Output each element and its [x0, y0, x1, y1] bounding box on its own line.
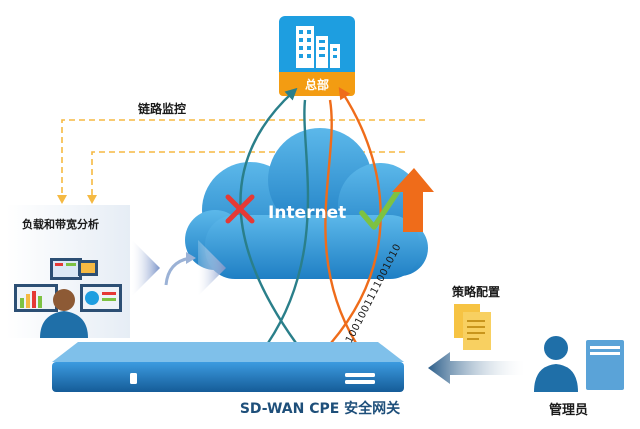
policy-config-label: 策略配置 — [452, 285, 501, 299]
documents-icon — [454, 304, 491, 350]
cpe-device-label: SD-WAN CPE 安全网关 — [239, 401, 401, 417]
analyst-monitors-icon — [14, 258, 122, 338]
internet-label: Internet — [268, 203, 347, 223]
admin-label: 管理员 — [549, 403, 589, 418]
orange-good-path — [330, 86, 382, 344]
green-check-icon — [359, 188, 401, 230]
admin-to-cpe-arrow — [428, 352, 525, 384]
flow-chevron-arrows — [132, 240, 226, 296]
office-building-icon — [296, 26, 340, 68]
orange-return-path — [324, 99, 358, 344]
hq-label: 总部 — [304, 78, 329, 92]
teal-return-path — [267, 99, 310, 344]
red-x-icon — [225, 194, 255, 224]
person-computer-icon — [534, 336, 624, 392]
link-monitor-arrow-icon — [87, 195, 97, 204]
teal-failed-path — [239, 87, 298, 344]
link-monitor-label: 链路监控 — [138, 102, 187, 116]
load-bandwidth-analysis-label: 负载和带宽分析 — [22, 218, 99, 231]
link-monitor-arrow-icon — [57, 195, 67, 204]
up-arrow-icon — [392, 168, 434, 232]
cpe-device — [52, 342, 404, 392]
hq-building-tile — [279, 16, 355, 96]
